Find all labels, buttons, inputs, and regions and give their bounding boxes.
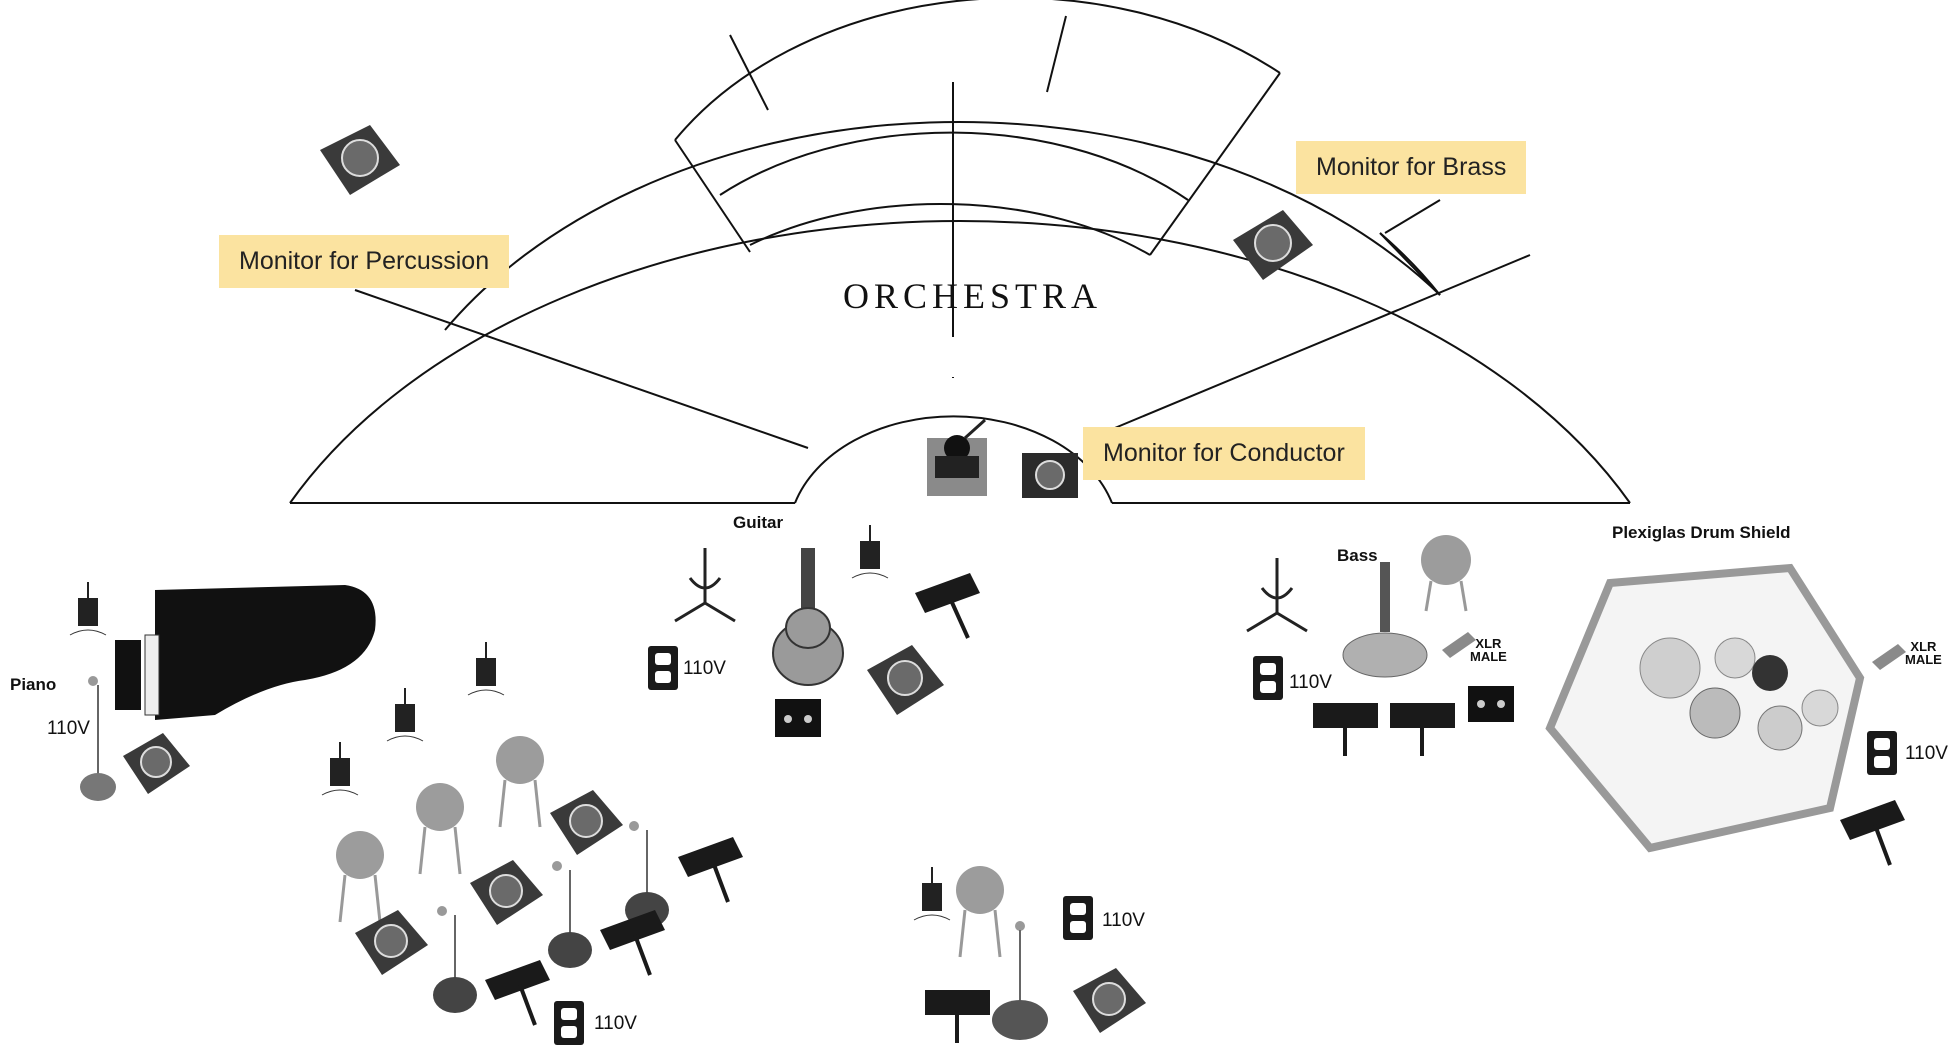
- monitor-label-brass: Monitor for Brass: [1296, 141, 1527, 194]
- stool-icon: [496, 736, 544, 828]
- bass-label: Bass: [1337, 546, 1378, 565]
- music-stand-icon: [925, 990, 990, 1043]
- wireless-pack-icon: [913, 867, 951, 921]
- drum-shield-icon: [1545, 563, 1865, 853]
- power-outlet-icon: [1063, 896, 1093, 940]
- xlr-connector-icon: [1872, 644, 1906, 670]
- power-label-lower-left: 110V: [594, 1013, 637, 1034]
- monitor-wedge-icon: [355, 910, 428, 975]
- power-outlet-icon: [648, 646, 678, 690]
- wireless-pack-icon: [851, 525, 889, 579]
- monitor-wedge-icon: [1233, 210, 1313, 280]
- mic-stand-icon: [433, 906, 477, 1013]
- monitor-label-percussion: Monitor for Percussion: [219, 235, 510, 288]
- power-label-guitar: 110V: [683, 658, 726, 679]
- orchestra-title: ORCHESTRA: [843, 276, 1103, 316]
- power-label-bass: 110V: [1289, 672, 1332, 693]
- power-label-drums: 110V: [1905, 743, 1948, 764]
- music-stand-icon: [915, 573, 980, 639]
- monitor-wedge-icon: [867, 645, 944, 715]
- monitor-wedge-icon: [550, 790, 623, 855]
- xlr-line-2: MALE: [1470, 649, 1507, 664]
- power-label-lower-center: 110V: [1102, 910, 1145, 931]
- monitor-wedge-icon: [1073, 968, 1146, 1033]
- stool-icon: [1421, 535, 1471, 612]
- music-stand-icon: [678, 837, 743, 903]
- music-stand-icon: [1313, 703, 1378, 756]
- stool-icon: [416, 783, 464, 875]
- music-stand-icon: [600, 910, 665, 976]
- xlr-connector-icon: [1442, 632, 1476, 658]
- guitar-icon: [772, 548, 844, 686]
- music-stand-icon: [1840, 800, 1905, 866]
- guitar-stand-icon: [674, 548, 736, 623]
- monitor-wedge-icon: [470, 860, 543, 925]
- di-box-icon: [775, 699, 821, 737]
- wireless-pack-icon: [386, 688, 424, 742]
- monitor-wedge-icon: [320, 125, 400, 195]
- mic-stand-icon: [548, 861, 592, 968]
- music-stand-icon: [485, 960, 550, 1026]
- xlr-line-2: MALE: [1905, 652, 1942, 667]
- monitor-wedge-icon: [123, 733, 190, 794]
- wireless-pack-icon: [69, 582, 107, 636]
- piano-label: Piano: [10, 675, 57, 694]
- di-box-icon: [1468, 686, 1514, 722]
- music-stand-icon: [1390, 703, 1455, 756]
- mic-stand-icon: [992, 921, 1048, 1040]
- power-outlet-icon: [554, 1001, 584, 1045]
- stool-icon: [336, 831, 384, 923]
- guitar-label: Guitar: [733, 513, 784, 532]
- power-label-piano: 110V: [47, 718, 90, 739]
- conductor-figure: [925, 418, 990, 498]
- bass-guitar-icon: [1342, 562, 1428, 678]
- xlr-line-1: XLR: [1475, 636, 1502, 651]
- stool-icon: [956, 866, 1004, 958]
- drum-shield-label: Plexiglas Drum Shield: [1612, 523, 1791, 542]
- monitor-label-conductor: Monitor for Conductor: [1083, 427, 1365, 480]
- power-outlet-icon: [1253, 656, 1283, 700]
- power-outlet-icon: [1867, 731, 1897, 775]
- monitor-wedge-icon: [1022, 453, 1078, 498]
- grand-piano-icon: [115, 585, 376, 720]
- guitar-stand-icon: [1246, 558, 1308, 633]
- wireless-pack-icon: [467, 642, 505, 696]
- mic-stand-icon: [80, 676, 116, 801]
- wireless-pack-icon: [321, 742, 359, 796]
- xlr-line-1: XLR: [1910, 639, 1937, 654]
